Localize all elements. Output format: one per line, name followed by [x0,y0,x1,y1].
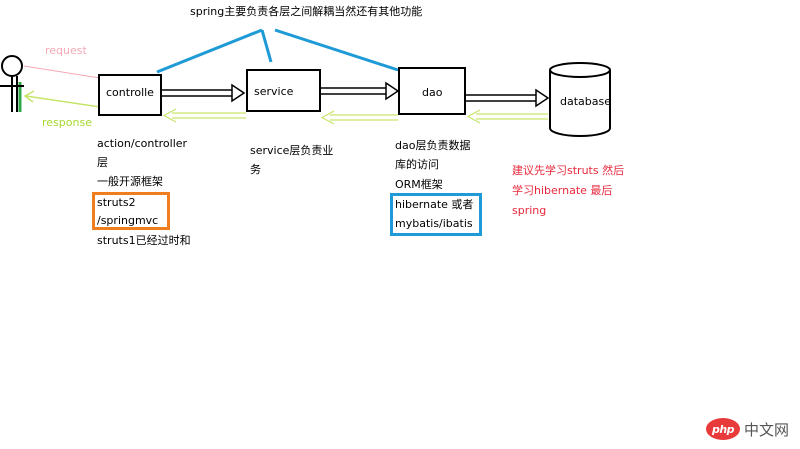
watermark: php 中文网 [706,416,789,442]
arrow-dao-to-database [466,88,550,108]
hibernate-highlight-box [390,193,482,236]
database-cylinder-icon [549,62,611,137]
title-line-controller [156,28,263,74]
dao-label: dao [422,86,443,99]
arrow-controller-to-service [162,83,246,103]
return-service-to-controller [162,108,246,123]
service-note-line: 务 [250,163,261,176]
request-label: request [45,44,87,57]
service-label: service [254,85,294,98]
advice-line: 学习hibernate 最后 [512,184,613,197]
service-box: service [246,69,321,112]
controller-note-line: 一般开源框架 [97,175,163,188]
dao-note-line: 库的访问 [395,158,439,171]
arrow-service-to-dao [321,81,400,101]
response-line [25,95,101,108]
title-line-service [260,29,273,63]
advice-line: spring [512,204,547,217]
controller-note-line: struts2 [97,196,136,209]
php-logo-icon: php [706,418,740,440]
title-line-dao [274,28,399,72]
request-line [23,65,101,79]
return-database-to-dao [466,109,548,124]
controller-note-line: struts1已经过时和 [97,234,191,247]
database-label: database [560,95,611,108]
service-note-line: service层负责业 [250,144,334,157]
advice-line: 建议先学习struts 然后 [512,164,625,177]
controller-note-line: /springmvc [97,214,159,227]
dao-note-line: mybatis/ibatis [395,217,473,230]
controller-box: controlle [98,74,162,116]
watermark-site-text: 中文网 [744,420,790,439]
return-dao-to-service [320,110,398,125]
actor-icon [0,55,24,112]
dao-note-line: hibernate 或者 [395,198,474,211]
dao-note-line: dao层负责数据 [395,139,471,152]
dao-box: dao [398,67,466,115]
dao-note-line: ORM框架 [395,178,443,191]
controller-note-line: action/controller [97,137,188,150]
controller-label: controlle [106,86,154,99]
response-arrowhead [23,90,35,103]
response-label: response [42,116,92,129]
controller-note-line: 层 [97,156,108,169]
struts-highlight-box [92,192,170,230]
diagram-title: spring主要负责各层之间解耦当然还有其他功能 [190,5,423,18]
